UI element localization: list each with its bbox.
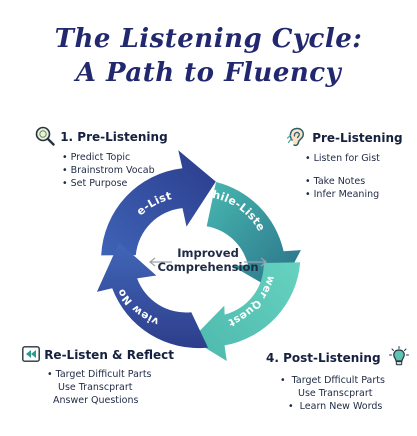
list-item: • Learn New Words — [288, 401, 383, 412]
block-post-listening: 4. Post-Listening • Target Dfficult Part… — [266, 346, 409, 413]
list-item: Listen for Gist — [305, 152, 403, 165]
block-re-listen-reflect: Re-Listen & Reflect Target Difficult Par… — [22, 346, 174, 407]
block-heading: Pre-Listening — [286, 126, 403, 151]
block-items: Listen for Gist Take Notes Infer Meaning — [305, 152, 403, 201]
list-item: Take Notes — [305, 175, 403, 188]
list-item: Use Transcprart — [298, 388, 373, 399]
arrow-review-notes — [96, 242, 208, 349]
list-item: • Target Dfficult Parts — [280, 375, 385, 386]
block-items: • Target Dfficult Parts Use Transcprart … — [280, 374, 409, 413]
magnifier-icon — [34, 126, 56, 149]
list-item: Answer Questions — [53, 395, 139, 406]
list-item: Infer Meaning — [305, 188, 403, 201]
block-heading: 1. Pre-Listening — [34, 126, 168, 149]
title-line-2: A Path to Fluency — [75, 58, 342, 88]
arrow-pre-listening — [101, 150, 216, 256]
center-label-2: Comprehension — [157, 260, 258, 274]
list-item: Predict Topic — [62, 151, 168, 164]
block-heading: 4. Post-Listening — [266, 346, 409, 371]
rewind-icon — [22, 346, 40, 365]
block-pre-listening: 1. Pre-Listening Predict Topic Brainstro… — [34, 126, 168, 190]
block-heading: Re-Listen & Reflect — [22, 346, 174, 365]
center-label-1: Improved — [177, 246, 239, 260]
arrow-answer-questions — [191, 262, 301, 361]
lightbulb-icon — [388, 346, 409, 371]
list-item: Use Transcprart — [58, 382, 133, 393]
block-items: Predict Topic Brainstrom Vocab Set Purpo… — [62, 151, 168, 190]
block-items: Target Difficult Parts Use Transcprart A… — [47, 368, 174, 407]
list-item: Target Difficult Parts — [47, 368, 174, 381]
list-item: Set Purpose — [62, 177, 168, 190]
list-item: Brainstrom Vocab — [62, 164, 168, 177]
title-line-1: The Listening Cycle: — [54, 24, 363, 54]
center-arrows — [149, 257, 267, 267]
block-while-listening: Pre-Listening Listen for Gist Take Notes… — [286, 126, 403, 201]
ear-icon — [286, 126, 308, 151]
